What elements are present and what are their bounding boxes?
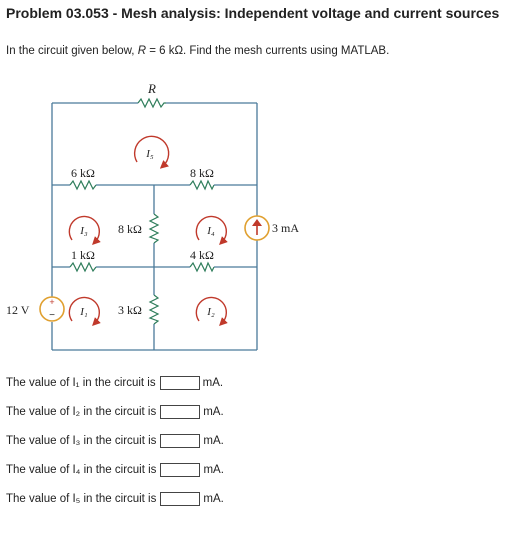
voltage-source: + − [39,296,65,322]
resistor-8k-vertical [148,213,160,244]
circuit-wires [51,102,258,351]
label-I5: I₅ [145,148,154,160]
minus-sign: − [49,310,55,321]
resistor-1k [69,261,97,273]
label-I4: I₄ [206,225,215,237]
problem-prompt: In the circuit given below, R = 6 kΩ. Fi… [6,45,389,57]
prompt-prefix: In the circuit given below, [6,45,138,57]
resistor-6k [69,179,97,191]
unit-label: mA. [203,464,224,476]
circuit-diagram: + − R 6 kΩ 8 kΩ 8 kΩ 1 kΩ 4 kΩ 3 kΩ 12 V… [6,81,299,351]
answer-input-I2[interactable] [160,405,201,419]
answer-input-I5[interactable] [160,492,201,506]
answer-input-I1[interactable] [159,376,200,390]
question-row: The value of I₄ in the circuit is mA. [6,463,224,477]
question-label: The value of I₅ in the circuit is [6,493,157,505]
mesh-arrow-I3 [68,215,101,245]
label-4k: 4 kΩ [190,248,214,262]
circuit-labels: R 6 kΩ 8 kΩ 8 kΩ 1 kΩ 4 kΩ 3 kΩ 12 V 3 m… [6,81,299,318]
label-12v: 12 V [6,303,30,317]
question-label: The value of I₄ in the circuit is [6,464,157,476]
mesh-arrow-I2 [195,296,228,326]
problem-title: Problem 03.053 - Mesh analysis: Independ… [6,5,500,21]
question-row: The value of I₁ in the circuit is mA. [6,376,223,390]
label-1k: 1 kΩ [71,248,95,262]
question-label: The value of I₃ in the circuit is [6,435,157,447]
resistor-r-top [137,97,166,109]
question-row: The value of I₅ in the circuit is mA. [6,492,224,506]
answer-input-I4[interactable] [160,463,201,477]
mesh-arrows [68,135,228,326]
label-I2: I₂ [206,306,215,318]
question-row: The value of I₃ in the circuit is mA. [6,434,224,448]
label-8k-vertical: 8 kΩ [118,222,142,236]
question-label: The value of I₂ in the circuit is [6,406,157,418]
prompt-variable: R [137,45,146,57]
plus-sign: + [49,297,54,307]
label-6k: 6 kΩ [71,166,95,180]
label-I1: I₁ [79,306,88,318]
mesh-arrow-I1 [68,296,101,326]
label-I3: I₃ [79,225,88,237]
unit-label: mA. [202,377,224,389]
resistor-3k-vertical [148,294,160,325]
current-source [244,215,270,241]
resistors [69,97,215,325]
label-8k-top: 8 kΩ [190,166,214,180]
question-label: The value of I₁ in the circuit is [6,377,156,389]
label-3k: 3 kΩ [118,303,142,317]
resistor-8k-top [189,179,215,191]
answer-input-I3[interactable] [160,434,201,448]
label-3ma: 3 mA [272,221,299,235]
resistor-4k [189,261,215,273]
unit-label: mA. [203,493,224,505]
mesh-arrow-I5 [133,135,170,169]
unit-label: mA. [203,406,224,418]
label-r: R [147,81,156,96]
question-row: The value of I₂ in the circuit is mA. [6,405,224,419]
prompt-suffix: = 6 kΩ. Find the mesh currents using MAT… [146,45,390,57]
mesh-arrow-I4 [195,215,228,245]
unit-label: mA. [203,435,224,447]
